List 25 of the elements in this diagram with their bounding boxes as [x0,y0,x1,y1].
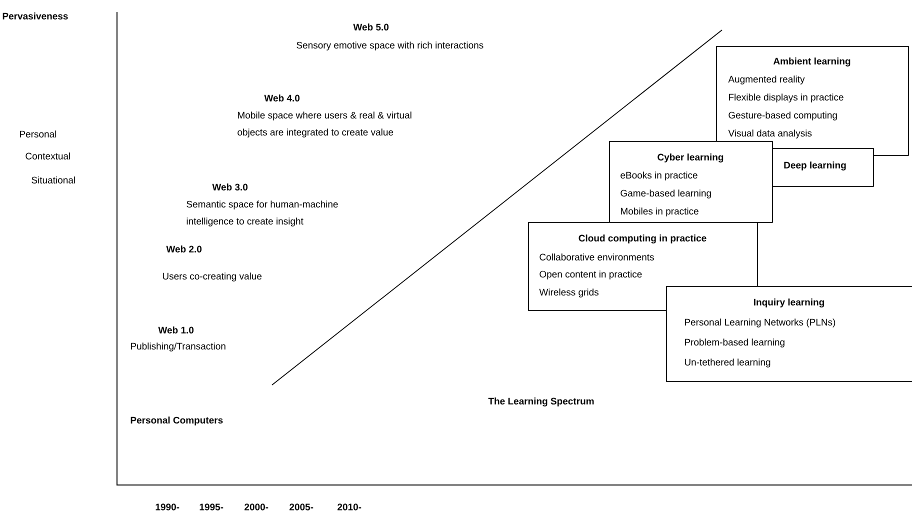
label: objects are integrated to create value [238,128,394,138]
label: 2010- [338,504,362,510]
text-box: Inquiry learning Personal Learning Networks (PLNs) Problem-based learning Un-tethered learning [666,286,912,382]
label: 2005- [290,504,314,510]
label: Publishing/Transaction [131,342,226,352]
label: Web 1.0 [158,326,194,334]
label: Sensory emotive space with rich interactions [296,42,484,50]
label: Contextual [26,152,70,160]
label: Personal [20,130,56,138]
label: Web 2.0 [166,246,202,252]
label: Web 5.0 [353,24,389,30]
label: 1995- [200,504,224,510]
label: Semantic space for human-machine [186,200,338,210]
label: Users co-creating value [162,272,262,282]
label: intelligence to create insight [186,218,304,226]
label: Situational [32,176,75,184]
label: 2000- [244,504,268,510]
text-box: Cyber learning eBooks in practice Game-based learning Mobiles in practice [609,141,773,223]
label: Web 3.0 [212,184,248,190]
label: Pervasiveness [2,12,68,20]
label: Web 4.0 [264,94,300,102]
label: 1990- [156,504,180,510]
label: The Learning Spectrum [488,398,594,406]
label: Personal Computers [130,416,223,426]
label: Mobile space where users & real & virtual [238,112,412,120]
